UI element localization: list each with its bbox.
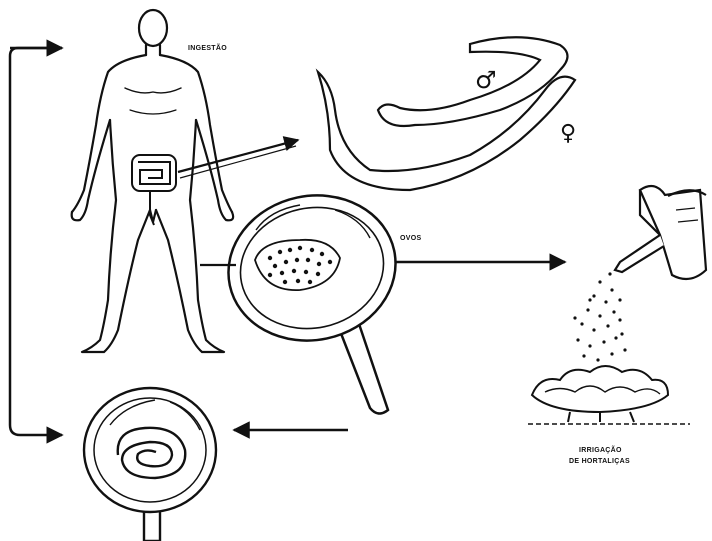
body-to-worms-arrow <box>178 140 298 178</box>
cycle-loop-arrow <box>10 48 62 435</box>
label-eggs: OVOS <box>400 234 421 243</box>
magnifier-icon <box>215 180 409 413</box>
water-drops <box>573 272 626 361</box>
worm-pair-icon <box>318 37 575 190</box>
vegetables-icon <box>528 366 690 424</box>
female-symbol: ♀ <box>560 121 576 146</box>
label-ingestion: INGESTÃO <box>188 44 227 53</box>
label-irrigation-2: DE HORTALIÇAS <box>569 457 630 466</box>
male-symbol: ♂ <box>475 66 497 94</box>
label-irrigation-1: IRRIGAÇÃO <box>579 446 622 455</box>
larva-icon <box>84 388 216 541</box>
watering-can-icon <box>615 186 706 279</box>
